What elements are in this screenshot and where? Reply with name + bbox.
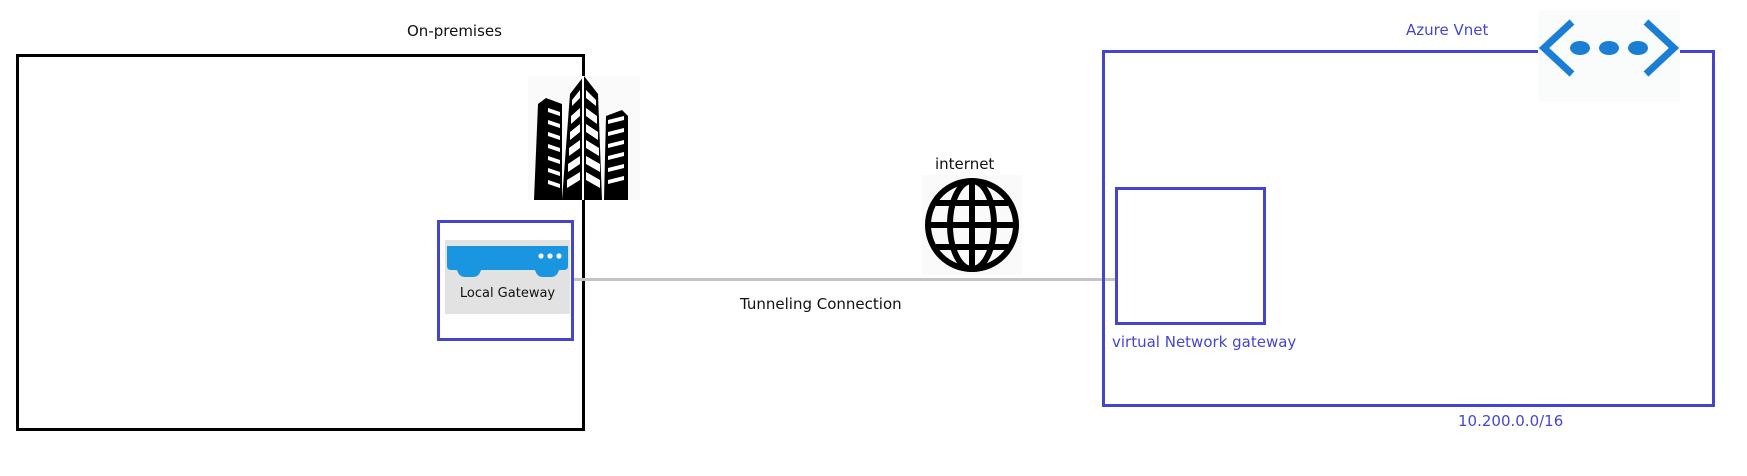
virtual-network-icon [1538, 10, 1680, 102]
local-gateway-panel: Local Gateway [445, 240, 570, 314]
address-space-label: 10.200.0.0/16 [1458, 412, 1564, 430]
on-premises-title: On-premises [407, 22, 502, 40]
azure-vnet-box [1102, 50, 1715, 407]
tunneling-connection-label: Tunneling Connection [740, 295, 902, 313]
virtual-network-gateway-box[interactable] [1115, 187, 1266, 325]
tunnel-connection-line [574, 278, 1116, 281]
router-icon [445, 244, 570, 278]
virtual-network-gateway-label: virtual Network gateway [1112, 333, 1297, 351]
globe-icon [922, 175, 1022, 275]
internet-label: internet [935, 155, 995, 173]
local-gateway-box[interactable]: Local Gateway [437, 220, 574, 341]
azure-vnet-title: Azure Vnet [1406, 21, 1489, 39]
office-buildings-icon [528, 76, 640, 200]
local-gateway-label: Local Gateway [459, 286, 556, 301]
on-premises-box [16, 54, 585, 431]
